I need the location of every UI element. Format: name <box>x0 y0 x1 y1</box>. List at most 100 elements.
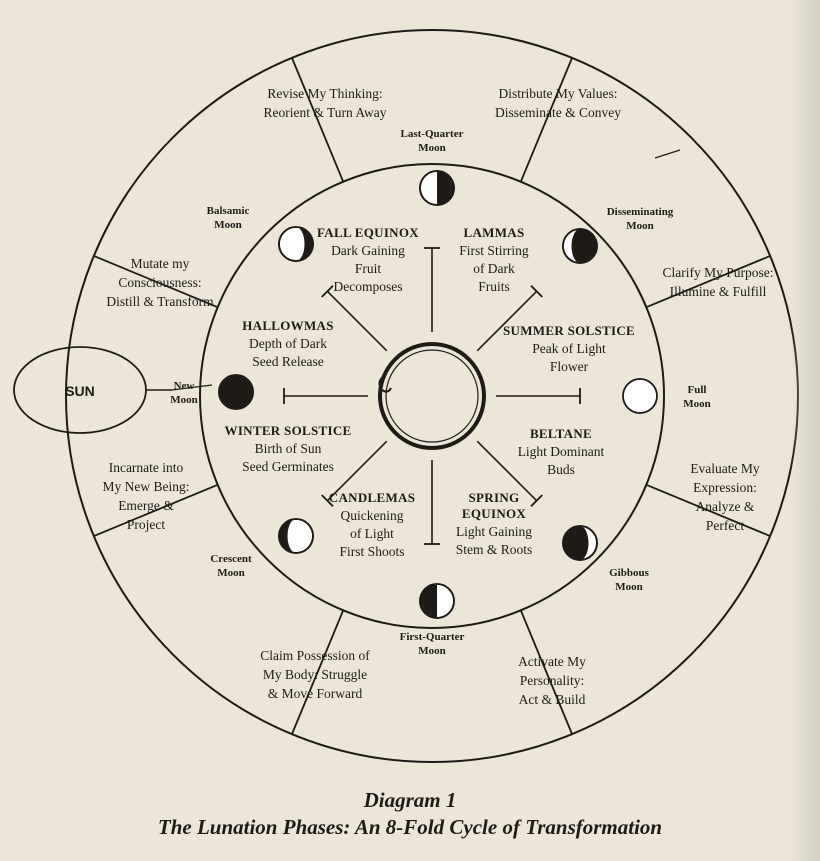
moon-shadow <box>296 227 313 261</box>
festival-line: First Shoots <box>340 544 405 559</box>
moon-label-line: New <box>174 380 195 392</box>
spoke-bar <box>321 285 334 298</box>
ouroboros-head <box>378 375 392 393</box>
outer-divider-line <box>291 609 345 735</box>
moon-label-line: Full <box>688 384 707 396</box>
festival-line: Stem & Roots <box>456 542 533 557</box>
outer-segment-line: Clarify My Purpose: <box>663 265 774 280</box>
outer-segment-line: Perfect <box>706 518 744 533</box>
sun: SUN <box>13 346 172 434</box>
festival-line: of Light <box>350 526 394 541</box>
outer-segment-line: Expression: <box>693 480 757 495</box>
outer-segment-distribute-values: Distribute My Values:Disseminate & Conve… <box>495 86 621 120</box>
festival-line: Fruit <box>355 261 382 276</box>
moon-shadow <box>279 519 296 553</box>
festival-line: Light Dominant <box>518 444 605 459</box>
festival-line: Seed Release <box>252 354 324 369</box>
outer-segment-line: Consciousness: <box>118 275 201 290</box>
inner-ring-line <box>385 349 479 443</box>
spoke-bar <box>530 494 543 507</box>
outer-segment-line: My New Being: <box>103 479 190 494</box>
full-moon-icon <box>622 378 658 414</box>
moon-label-line: Moon <box>626 220 654 232</box>
festival-title: CANDLEMAS <box>329 490 415 505</box>
moon-label-line: Disseminating <box>607 206 674 218</box>
moon-shadow <box>437 171 454 205</box>
moon-shadow <box>420 584 437 618</box>
diagram-number: Diagram 1 <box>363 788 457 812</box>
festival-line: Seed Germinates <box>242 459 334 474</box>
festival-title: SUMMER SOLSTICE <box>503 323 635 338</box>
middle-circle <box>199 163 665 629</box>
moon-label-line: Moon <box>615 581 643 593</box>
festival-line: Buds <box>547 462 575 477</box>
lunation-wheel: Revise My Thinking:Reorient & Turn AwayD… <box>13 29 799 763</box>
outer-segment-line: Emerge & <box>118 498 174 513</box>
festival-line: Quickening <box>341 508 404 523</box>
outer-divider-line <box>519 57 573 183</box>
outer-segment-claim-possession: Claim Possession of My Body: Struggle & Mo… <box>260 648 370 701</box>
moon-label-line: Moon <box>418 645 446 657</box>
outer-segment-line: Revise My Thinking: <box>267 86 382 101</box>
outer-segment-line: Mutate my <box>131 256 190 271</box>
festival-title: BELTANE <box>530 426 592 441</box>
festival-title: SPRING <box>469 490 520 505</box>
outer-segment-line: Project <box>127 517 165 532</box>
moon-outline <box>562 228 598 264</box>
festival-line: of Dark <box>473 261 515 276</box>
moon-shadow <box>563 526 589 560</box>
moon-label-line: Gibbous <box>609 567 649 579</box>
last-quarter-moon-icon <box>419 170 455 206</box>
festival-line: Light Gaining <box>456 524 532 539</box>
moon-label-line: Crescent <box>210 553 252 565</box>
outer-segment-line: Illumine & Fulfill <box>670 284 767 299</box>
outer-divider-line <box>93 483 219 537</box>
moon-disc <box>622 378 658 414</box>
outer-segment-line: Analyze & <box>696 499 755 514</box>
balsamic-moon-icon <box>278 226 314 262</box>
moon-label-line: Moon <box>217 567 245 579</box>
festival-title: EQUINOX <box>462 506 527 521</box>
outer-segment-line: Claim Possession of <box>260 648 370 663</box>
moon-label-line: Moon <box>170 394 198 406</box>
festival-title: HALLOWMAS <box>242 318 334 333</box>
festival-line: Peak of Light <box>532 341 606 356</box>
spoke-line <box>326 440 388 502</box>
festival-title: WINTER SOLSTICE <box>225 423 352 438</box>
festival-line: Dark Gaining <box>331 243 405 258</box>
spoke-line <box>476 440 538 502</box>
outer-segment-line: My Body: Struggle <box>263 667 367 682</box>
new-moon-icon <box>218 374 254 410</box>
moon-shadow <box>571 229 597 263</box>
outer-segment-line: Evaluate My <box>690 461 760 476</box>
outer-segment-line: Distill & Transform <box>106 294 214 309</box>
moon-outline <box>278 226 314 262</box>
moon-label-line: Moon <box>214 219 242 231</box>
moon-outline <box>278 518 314 554</box>
outer-segment-mutate-consciousness: Mutate my Consciousness: Distill & Transfo… <box>106 256 214 309</box>
outer-divider-line <box>93 255 219 309</box>
festival-line: Decomposes <box>334 279 403 294</box>
page-edge-shadow <box>790 0 820 861</box>
outer-segment-line: & Move Forward <box>268 686 363 701</box>
outer-segment-clarify-purpose: Clarify My Purpose: Illumine & Fulfill <box>663 265 774 299</box>
festival-line: Fruits <box>478 279 510 294</box>
outer-divider-line <box>519 609 573 735</box>
outer-divider-line <box>645 255 771 309</box>
outer-segment-line: Distribute My Values: <box>499 86 618 101</box>
outer-segment-texts: Revise My Thinking:Reorient & Turn AwayD… <box>103 86 774 707</box>
